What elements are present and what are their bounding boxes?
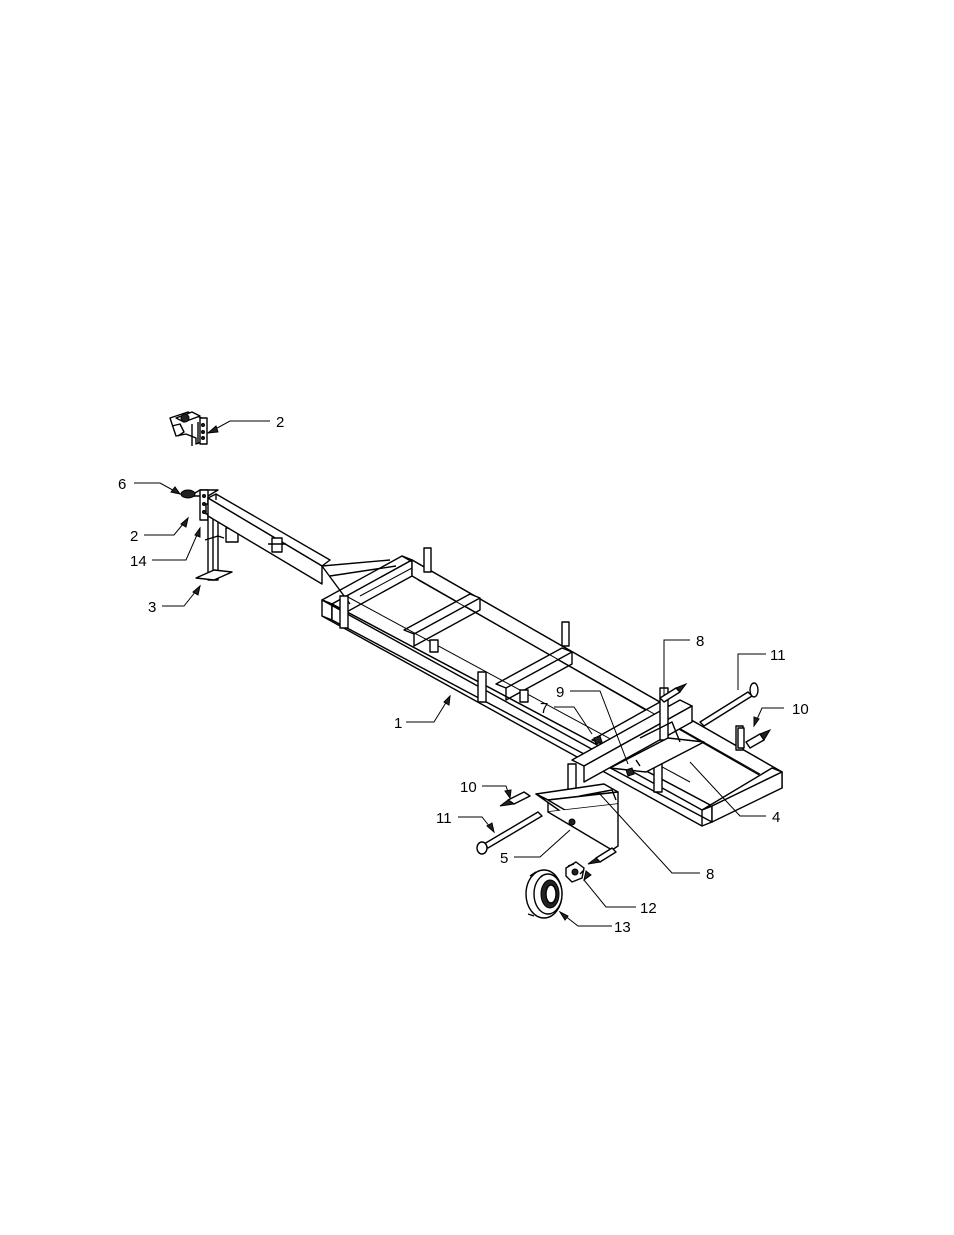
callout-9: 9 [556, 684, 564, 701]
callout-7: 7 [540, 700, 548, 717]
callout-2-top: 2 [276, 414, 284, 431]
main-frame-part [322, 548, 782, 826]
callout-14: 14 [130, 553, 147, 570]
axle-bolt-right-part [700, 683, 758, 726]
callout-10-right: 10 [792, 701, 809, 718]
callout-10-left: 10 [460, 779, 477, 796]
callout-13: 13 [614, 919, 631, 936]
wheel-part [526, 870, 562, 918]
callout-3: 3 [148, 599, 156, 616]
callout-4: 4 [772, 809, 780, 826]
callout-2-left: 2 [130, 528, 138, 545]
leader-arrowheads [171, 426, 759, 920]
hitch-clevis-part [170, 412, 207, 446]
callout-5: 5 [500, 850, 508, 867]
axle-mount-lower-part [500, 764, 618, 864]
callout-11-left: 11 [436, 810, 452, 827]
callout-11-top: 11 [770, 647, 786, 664]
callout-6: 6 [118, 476, 126, 493]
callout-8-bottom: 8 [706, 866, 714, 883]
callout-1: 1 [394, 715, 402, 732]
callout-8-top: 8 [696, 633, 704, 650]
callout-12: 12 [640, 900, 657, 917]
axle-bolt-left-part [477, 812, 542, 854]
hub-part [566, 862, 584, 882]
